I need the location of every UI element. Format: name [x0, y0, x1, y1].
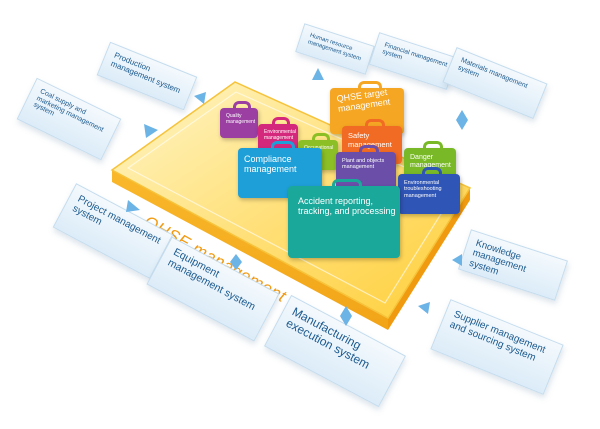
arrow-coal-icon	[144, 124, 158, 138]
bag-occupational-handle	[312, 133, 330, 145]
bag-environmental-trouble-label: Environmental troubleshooting management	[404, 180, 442, 199]
bag-safety-label: Safety management	[348, 131, 392, 149]
arrow-equipment-down-icon	[230, 262, 242, 270]
arrow-supplier-icon	[418, 302, 430, 314]
platform-side-right	[388, 188, 470, 330]
arrow-human-resource-icon	[312, 68, 324, 80]
bag-safety-handle	[365, 119, 385, 131]
bag-qhse-target-handle	[358, 81, 382, 93]
arrow-production-icon	[194, 92, 206, 104]
arrow-knowledge-icon	[452, 254, 462, 266]
bag-compliance-handle	[271, 141, 295, 153]
bag-environmental-mgmt-label: Environmental management	[264, 129, 296, 141]
bag-accident-label: Accident reporting, tracking, and proces…	[298, 196, 396, 217]
arrow-project-icon	[126, 200, 140, 212]
bag-quality-handle	[233, 101, 251, 113]
bag-environmental-trouble[interactable]: Environmental troubleshooting management	[398, 167, 460, 214]
bag-plant-objects-label: Plant and objects management	[342, 158, 385, 171]
arrow-manufacturing-down-icon	[340, 316, 352, 326]
bag-plant-objects[interactable]: Plant and objects management	[336, 145, 396, 190]
bag-plant-objects-handle	[359, 145, 379, 157]
bag-qhse-target-label: QHSE target management	[336, 86, 391, 115]
arrow-manufacturing-icon	[340, 306, 352, 316]
bag-accident-handle	[332, 179, 362, 191]
bag-danger-label: Danger management	[410, 154, 451, 170]
bag-environmental-trouble-handle	[422, 167, 442, 179]
bag-danger-handle	[423, 141, 443, 153]
bag-quality[interactable]: Quality management	[220, 101, 258, 138]
arrow-materials-down-icon	[456, 120, 468, 130]
bag-accident[interactable]: Accident reporting, tracking, and proces…	[288, 179, 400, 258]
bag-quality-label: Quality management	[226, 113, 256, 125]
platform-side-front	[112, 170, 388, 330]
bag-environmental-mgmt-handle	[272, 117, 290, 129]
arrow-materials-icon	[456, 110, 468, 120]
arrow-equipment-icon	[230, 254, 242, 262]
bag-compliance-label: Compliance management	[244, 154, 297, 175]
